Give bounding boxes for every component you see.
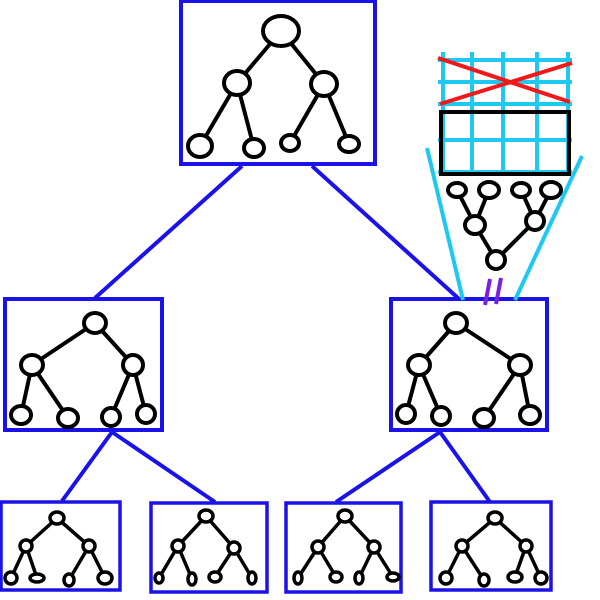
connector-line [60,430,114,503]
tree-node [100,406,122,428]
zoom-detail [425,52,584,306]
tree-edge [454,321,522,367]
tree-node [246,570,258,586]
tree-node [19,353,45,377]
tree-node [207,570,223,584]
tree-node [472,407,496,429]
tree-node [310,539,326,555]
tree-node [518,538,534,554]
funnel-line-left [425,147,465,301]
funnel-line-right [513,155,584,301]
inverted-tree-node [446,181,468,199]
cross-line [439,61,573,106]
tree-node [28,572,46,584]
tree-boxes [0,0,553,594]
tree-node [242,137,266,159]
tree-node [486,510,504,526]
leaf-box-4 [429,500,553,592]
connector-line [93,164,244,300]
connector-line [310,164,460,300]
tree-node [385,571,401,583]
tree-node [430,405,452,427]
tree-node [337,134,361,154]
tree-node [9,404,33,426]
tree-node [309,70,339,98]
tree-node [3,570,19,586]
break-mark [483,278,492,306]
tree-node [62,572,76,588]
connector-line [110,430,217,504]
leaf-box-3 [284,501,403,594]
inverted-tree [446,180,563,271]
tree-node [81,538,97,554]
root-tree-box [179,0,377,166]
inverted-tree-node [477,180,501,200]
tree-node [336,508,354,524]
inverted-tree-node [485,249,507,271]
inverted-tree-node [463,214,487,236]
tree-node [533,570,549,586]
connector-line [438,430,492,504]
tree-node [292,570,304,586]
tree-node [518,404,542,426]
tree-node [121,353,145,377]
leaf-box-1 [0,500,122,592]
highlighted-row-box [439,110,571,176]
tree-node [328,570,344,584]
tree-node [506,570,524,584]
tree-node [82,311,108,335]
tree-node [507,353,533,377]
inverted-tree-node [510,181,532,199]
inverted-tree-node [524,210,546,232]
leaf-box-2 [149,501,269,594]
tree-node [186,133,214,159]
tree-node [170,538,186,554]
tree-node [135,403,157,425]
tree-node [366,539,382,555]
tree-node [226,540,242,556]
tree-node [96,570,114,586]
tree-node [48,510,66,526]
tree-node [153,571,165,585]
connectors [60,164,492,504]
connector-line [334,430,442,504]
tree-node [222,69,252,97]
tree-node [443,311,469,335]
tree-node [56,407,80,429]
tree-node [353,570,365,586]
tree-node [406,353,432,377]
tree-node [395,403,417,425]
left-subtree-box [3,297,164,432]
cross-line [437,56,571,104]
tree-node [438,570,454,586]
tree-node [197,508,215,524]
tree-node [186,571,198,587]
break-mark [494,277,503,305]
tree-node [454,538,470,554]
tree-node [279,133,301,153]
tree-node [477,572,491,588]
tree-node [261,14,301,48]
right-subtree-box [389,297,549,432]
tree-node [18,538,34,554]
inverted-tree-node [539,180,563,200]
